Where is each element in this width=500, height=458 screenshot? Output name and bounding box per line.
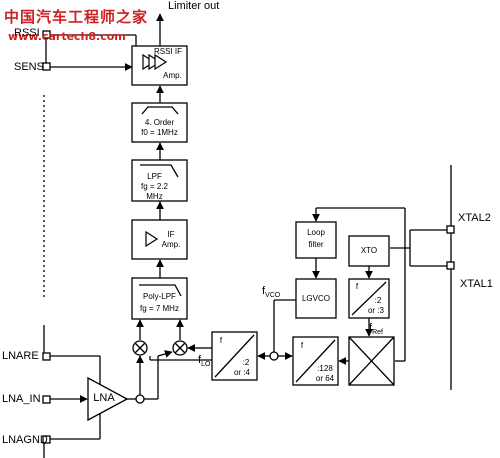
xtal2-label: XTAL2 <box>458 212 491 224</box>
lnagnd-label: LNAGND <box>2 434 48 446</box>
lpf-block <box>131 159 188 202</box>
bandpass-filter-block <box>131 102 188 143</box>
bandpass-icon <box>141 106 179 115</box>
lpf-line3: MHz <box>146 192 163 201</box>
lna-triangle <box>87 376 129 422</box>
poly-lpf-line2: fg = 7 MHz <box>140 304 179 313</box>
xto-label: XTO <box>360 246 378 255</box>
if-amp-line1: IF <box>167 230 175 239</box>
lpf-line1: LPF <box>147 172 162 181</box>
xtal1-pin <box>446 261 455 270</box>
xtal1-label: XTAL1 <box>460 278 493 290</box>
loop-filter-block <box>295 221 337 259</box>
xtal2-pin <box>446 225 455 234</box>
poly-lpf-line1: Poly-LPF <box>143 292 176 301</box>
lgvco-label: LGVCO <box>301 294 330 303</box>
div24-line2: or :4 <box>233 368 250 377</box>
lna-in-pin <box>42 395 51 404</box>
div24-f: f <box>219 336 223 345</box>
lpf-line2: fg = 2.2 <box>141 182 168 191</box>
watermark-url: www.cartech8.com <box>8 30 126 43</box>
loop-filter-line2: filter <box>308 240 324 249</box>
lowpass-icon <box>140 164 179 178</box>
fref-label: fRef <box>369 322 383 337</box>
if-amp-block <box>131 219 188 260</box>
div23-f: f <box>355 282 359 291</box>
div128-line2: or 64 <box>315 374 335 383</box>
order-line2: f0 = 1MHz <box>141 128 178 137</box>
div24-line1: :2 <box>242 358 250 367</box>
loop-filter-line1: Loop <box>307 228 325 237</box>
lgvco-block <box>295 278 337 319</box>
rssi-label: RSSI <box>14 27 40 39</box>
rssi-if-sub: Amp. <box>163 71 182 80</box>
lnare-pin <box>42 352 51 361</box>
if-amp-icon <box>145 230 159 248</box>
lna-in-label: LNA_IN <box>2 393 41 405</box>
watermark-site: 中国汽车工程师之家 <box>4 8 149 26</box>
rssi-if-title: RSSI IF <box>153 47 182 56</box>
lnare-label: LNARE <box>2 350 39 362</box>
limiter-out-label: Limiter out <box>168 0 220 12</box>
order-line1: 4. Order <box>144 118 175 127</box>
fvco-label: fVCO <box>262 285 281 300</box>
div23-line2: or :3 <box>367 306 384 315</box>
div23-line1: :2 <box>374 296 382 305</box>
vco-node <box>269 351 279 361</box>
flo-label: fLO <box>198 354 211 369</box>
lna-output-node <box>135 394 145 404</box>
sens-pin <box>42 62 51 71</box>
poly-lowpass-icon <box>139 284 182 297</box>
sens-label: SENS <box>14 61 44 73</box>
div128-f: f <box>300 341 304 350</box>
lna-label: LNA <box>93 392 115 404</box>
div128-line1: :128 <box>317 364 333 373</box>
rssi-amp-icon-3 <box>154 53 168 71</box>
if-amp-line2: Amp. <box>161 240 181 249</box>
